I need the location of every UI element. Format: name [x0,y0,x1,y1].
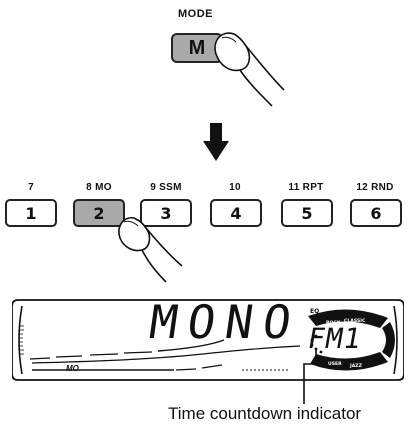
preset-key-4[interactable]: 4 [210,199,262,227]
mono-indicator: MO [66,364,79,373]
preset-key-1[interactable]: 1 [5,199,57,227]
preset-key-5[interactable]: 5 [281,199,333,227]
preset-key-3[interactable]: 3 [140,199,192,227]
preset-key-number: 3 [160,203,172,223]
display-main-text: MONO [146,295,305,349]
preset-key-number: 5 [301,203,313,223]
preset-key-label: 9 SSM [150,182,182,193]
mode-button-caption: MODE [178,8,213,20]
preset-key-label: 7 [28,182,34,193]
eq-label: EQ [310,308,319,315]
preset-key-label: 11 RPT [288,182,324,193]
down-arrow-icon [203,123,229,161]
preset-key-number: 6 [370,203,382,223]
eq-mode-user: USER [328,361,342,367]
preset-key-6[interactable]: 6 [350,199,402,227]
preset-key-label: 12 RND [356,182,394,193]
finger-icon [118,216,183,283]
mode-button-label: M [188,36,206,59]
preset-key-label: 10 [229,182,241,193]
time-countdown-caption: Time countdown indicator [168,404,362,423]
eq-mode-jazz: JAZZ [349,363,363,369]
preset-key-number: 2 [93,203,105,223]
callout-line [303,348,317,404]
preset-key-2[interactable]: 2 [73,199,125,227]
lcd-display: EQ ROCK CLASSIC USER JAZZ [12,299,404,381]
preset-key-number: 4 [230,203,242,223]
eq-mode-classic: CLASSIC [344,318,366,324]
finger-icon [214,32,285,107]
preset-key-number: 1 [25,203,37,223]
eq-mode-rock: ROCK [326,320,341,326]
preset-key-label: 8 MO [86,182,112,193]
eq-ring-icon: EQ ROCK CLASSIC USER JAZZ [308,308,395,371]
